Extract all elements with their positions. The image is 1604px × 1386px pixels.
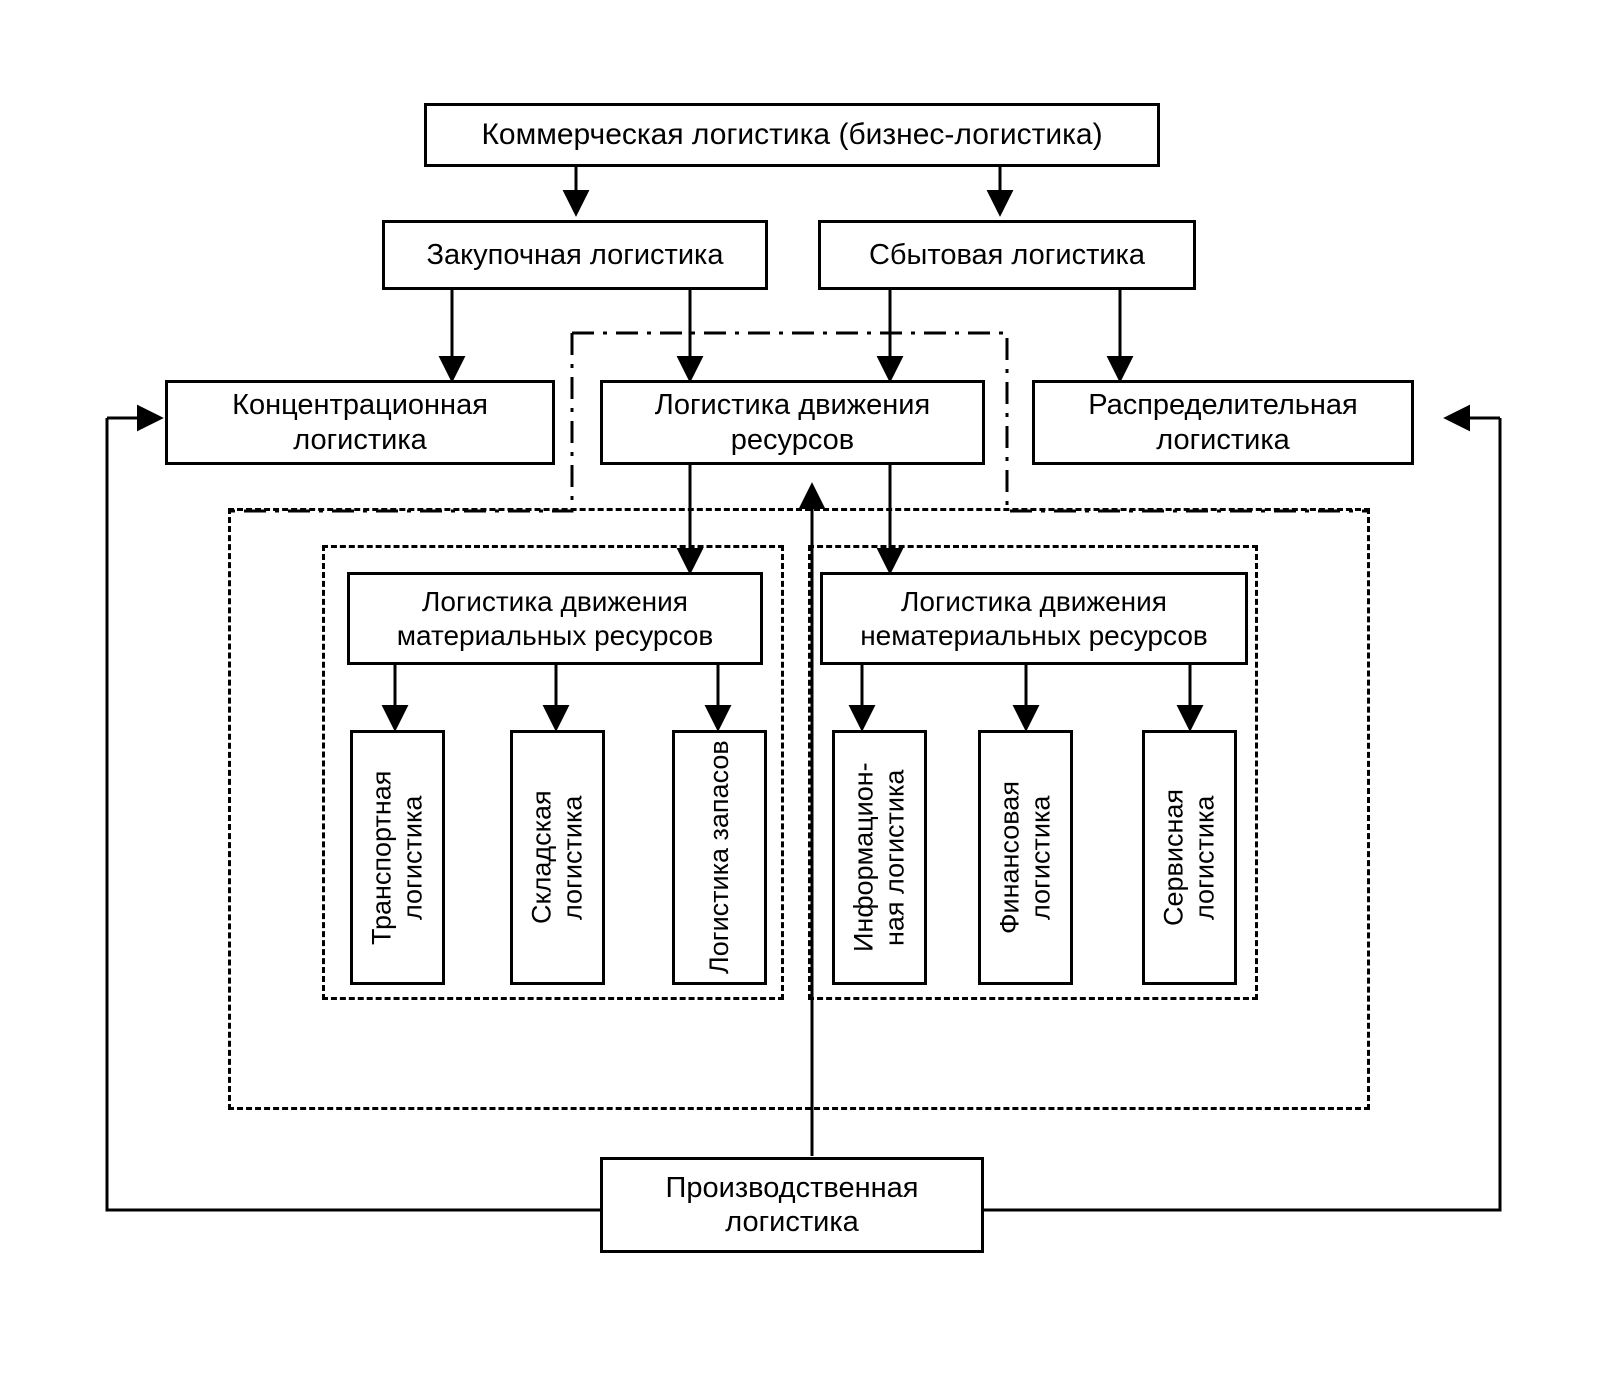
node-label: Закупочная логистика: [426, 238, 724, 271]
group-nonmaterial-resources: [808, 545, 1258, 1000]
node-label: Сервисная логистика: [1158, 789, 1220, 927]
node-financial-logistics[interactable]: Финансовая логистика: [978, 730, 1073, 985]
node-label: Концентрационная логистика: [232, 389, 488, 456]
edge-production-feedback-right: [984, 418, 1502, 1212]
node-commercial-logistics[interactable]: Коммерческая логистика (бизнес-логистика…: [424, 103, 1160, 167]
edge-production-feedback-left: [105, 418, 600, 1212]
node-label: Складская логистика: [526, 790, 588, 925]
group-material-resources: [322, 545, 784, 1000]
node-inventory-logistics[interactable]: Логистика запасов: [672, 730, 767, 985]
node-material-resource-movement[interactable]: Логистика движения материальных ресурсов: [347, 572, 763, 665]
node-label: Коммерческая логистика (бизнес-логистика…: [481, 118, 1103, 152]
node-procurement-logistics[interactable]: Закупочная логистика: [382, 220, 768, 290]
group-resource-movement-outer: [228, 508, 1370, 1110]
node-label: Транспортная логистика: [366, 770, 428, 945]
node-label: Логистика движения материальных ресурсов: [396, 586, 714, 651]
node-service-logistics[interactable]: Сервисная логистика: [1142, 730, 1237, 985]
node-sales-logistics[interactable]: Сбытовая логистика: [818, 220, 1196, 290]
node-label: Производственная логистика: [665, 1171, 919, 1238]
node-label: Логистика движения нематериальных ресурс…: [860, 586, 1208, 651]
group-outline-resource-movement: [572, 331, 1367, 513]
node-transport-logistics[interactable]: Транспортная логистика: [350, 730, 445, 985]
node-concentration-logistics[interactable]: Концентрационная логистика: [165, 380, 555, 465]
node-label: Сбытовая логистика: [868, 238, 1146, 271]
node-label: Логистика движения ресурсов: [654, 389, 931, 456]
group-outline-resource-movement-left: [228, 333, 574, 513]
node-warehouse-logistics[interactable]: Складская логистика: [510, 730, 605, 985]
node-production-logistics[interactable]: Производственная логистика: [600, 1157, 984, 1253]
node-resource-movement-logistics[interactable]: Логистика движения ресурсов: [600, 380, 985, 465]
node-label: Финансовая логистика: [994, 781, 1056, 934]
node-label: Информацион- ная логистика: [848, 762, 910, 953]
node-information-logistics[interactable]: Информацион- ная логистика: [832, 730, 927, 985]
node-label: Логистика запасов: [703, 740, 734, 975]
node-nonmaterial-resource-movement[interactable]: Логистика движения нематериальных ресурс…: [820, 572, 1248, 665]
node-label: Распределительная логистика: [1088, 389, 1358, 456]
node-distribution-logistics[interactable]: Распределительная логистика: [1032, 380, 1414, 465]
